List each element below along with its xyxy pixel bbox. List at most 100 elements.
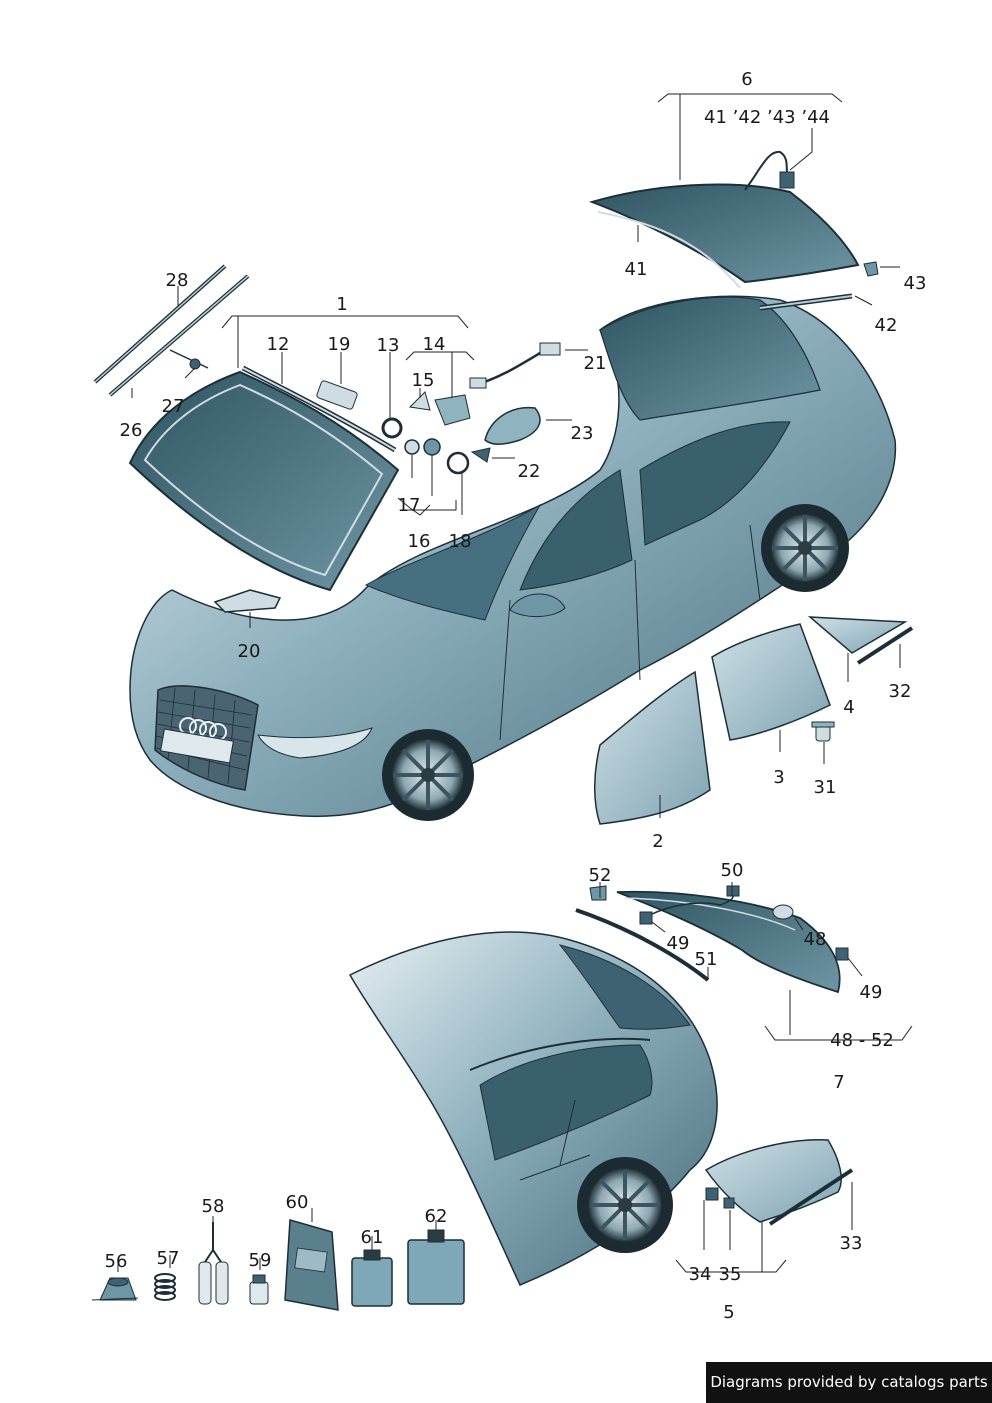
callout-3[interactable]: 3 (773, 767, 785, 788)
callout-58[interactable]: 58 (201, 1196, 225, 1217)
part-21-plug-a (469, 377, 487, 389)
door-glass-group (594, 616, 914, 825)
callout-15[interactable]: 15 (411, 370, 435, 391)
part-48 (772, 904, 794, 920)
callout-5[interactable]: 5 (723, 1302, 735, 1323)
sunroof-frame (597, 211, 741, 289)
callout-32[interactable]: 32 (888, 681, 912, 702)
wagon-rear-wheel (577, 1157, 673, 1253)
callout-31[interactable]: 31 (813, 777, 837, 798)
part-14 (434, 394, 471, 426)
callout-50[interactable]: 50 (720, 860, 744, 881)
callout-2[interactable]: 2 (652, 831, 664, 852)
callout-23[interactable]: 23 (570, 423, 594, 444)
callout-49-a[interactable]: 49 (666, 933, 690, 954)
callout-27[interactable]: 27 (161, 396, 185, 417)
quarter-glass-5-group (704, 1139, 854, 1226)
callout-21[interactable]: 21 (583, 353, 607, 374)
wagon-door-lines (519, 1099, 591, 1181)
part-15 (408, 391, 431, 411)
seal-33 (768, 1168, 854, 1226)
callout-49-b[interactable]: 49 (859, 982, 883, 1003)
callout-20[interactable]: 20 (237, 641, 261, 662)
sunroof-panel (588, 183, 860, 284)
part-21-plug-b (539, 342, 561, 356)
credit-banner: Diagrams provided by catalogs parts (706, 1362, 992, 1403)
callout-42[interactable]: 42 (874, 315, 898, 336)
part-60-pouch (284, 1219, 339, 1311)
part-20 (213, 589, 282, 613)
wagon-roof-glass (558, 944, 691, 1030)
part-23-cover (484, 406, 541, 445)
callout-6[interactable]: 6 (741, 69, 753, 90)
callout-41[interactable]: 41 (624, 259, 648, 280)
callout-61[interactable]: 61 (360, 1227, 384, 1248)
callout-56[interactable]: 56 (104, 1251, 128, 1272)
callout-7[interactable]: 7 (833, 1072, 845, 1093)
part-61-can (351, 1249, 393, 1307)
callout-52[interactable]: 52 (588, 865, 612, 886)
callout-19[interactable]: 19 (327, 334, 351, 355)
callout-51[interactable]: 51 (694, 949, 718, 970)
part-58-cartridge-pair (198, 1222, 229, 1305)
sedan-car (129, 295, 897, 821)
part-43 (863, 261, 879, 277)
callout-17[interactable]: 17 (397, 495, 421, 516)
sedan-side-window-rear (639, 421, 791, 546)
sedan-rear-wheel (761, 504, 849, 592)
callout-33[interactable]: 33 (839, 1233, 863, 1254)
callout-43[interactable]: 43 (903, 273, 927, 294)
callout-57[interactable]: 57 (156, 1248, 180, 1269)
accessories-group (91, 1219, 465, 1311)
callout-48[interactable]: 48 (803, 929, 827, 950)
part-49b (835, 947, 849, 961)
sunroof-group (588, 150, 879, 311)
part-31 (811, 721, 835, 742)
roof-trim-28-h (94, 265, 226, 383)
part-34 (705, 1187, 719, 1201)
callout-26[interactable]: 26 (119, 420, 143, 441)
door-glass-3 (711, 623, 831, 741)
rear-window-frame (624, 897, 796, 931)
callout-28[interactable]: 28 (165, 270, 189, 291)
wagon-car (348, 931, 718, 1286)
callout-22[interactable]: 22 (517, 461, 541, 482)
callout-41-44[interactable]: 41 ’42 ’43 ’44 (704, 107, 830, 128)
part-59-bottle (249, 1274, 269, 1305)
callout-13[interactable]: 13 (376, 335, 400, 356)
sunroof-connector (779, 171, 795, 189)
callout-59[interactable]: 59 (248, 1250, 272, 1271)
callout-60[interactable]: 60 (285, 1192, 309, 1213)
part-35 (723, 1197, 735, 1209)
sunroof-wire (744, 150, 789, 191)
sedan-door-lines (499, 524, 761, 741)
callout-1[interactable]: 1 (336, 294, 348, 315)
callout-18[interactable]: 18 (448, 531, 472, 552)
rear-window-seal-51 (575, 908, 710, 982)
callout-16[interactable]: 16 (407, 531, 431, 552)
clip-27-part (169, 349, 209, 370)
callout-34[interactable]: 34 (688, 1264, 712, 1285)
sedan-mirror (509, 593, 566, 617)
part-22 (470, 447, 491, 463)
callout-4[interactable]: 4 (843, 697, 855, 718)
sedan-windshield-area (364, 503, 542, 621)
callout-48-52[interactable]: 48 - 52 (830, 1030, 894, 1051)
part-49a (639, 911, 653, 925)
part-57-spring-spool (154, 1273, 176, 1301)
callout-35[interactable]: 35 (718, 1264, 742, 1285)
part-18 (446, 451, 470, 475)
sedan-front-wheel (382, 729, 474, 821)
callout-62[interactable]: 62 (424, 1206, 448, 1227)
callout-12[interactable]: 12 (266, 334, 290, 355)
sedan-roof-glass (599, 296, 821, 421)
part-13 (381, 417, 403, 439)
callout-14[interactable]: 14 (422, 334, 446, 355)
sedan-headlight (257, 727, 373, 759)
windshield-trim-12-highlight (242, 367, 396, 451)
wagon-side-window (479, 1044, 653, 1161)
wagon-rail (469, 1037, 651, 1071)
rear-window-group (575, 885, 849, 994)
